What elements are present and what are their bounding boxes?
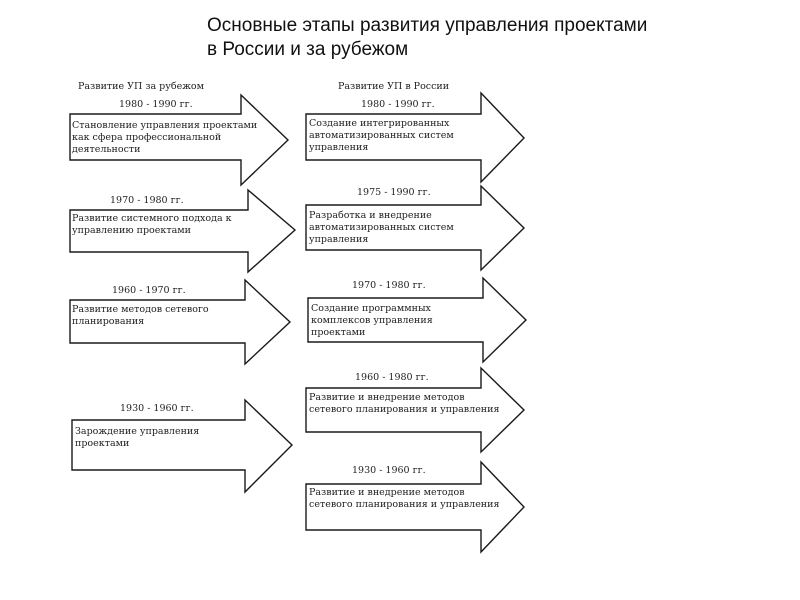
russia-stage-4-text: Развитие и внедрение методов сетевого пл… xyxy=(309,392,500,415)
russia-stage-4-years: 1960 - 1980 гг. xyxy=(355,372,429,383)
russia-stage-5-text: Развитие и внедрение методов сетевого пл… xyxy=(309,487,500,510)
russia-stage-1-years: 1980 - 1990 гг. xyxy=(361,99,435,110)
arrow-russia-1975 xyxy=(305,184,526,272)
russia-column-heading: Развитие УП в России xyxy=(338,81,450,92)
russia-stage-5-years: 1930 - 1960 гг. xyxy=(352,465,426,476)
abroad-column-heading: Развитие УП за рубежом xyxy=(78,81,205,92)
russia-stage-3-text: Создание программных комплексов управлен… xyxy=(311,303,433,338)
russia-stage-1-text: Создание интегрированных автоматизирован… xyxy=(309,118,454,153)
abroad-stage-1-years: 1980 - 1990 гг. xyxy=(119,99,193,110)
abroad-stage-3-years: 1960 - 1970 гг. xyxy=(112,285,186,296)
title-line-1: Основные этапы развития управления проек… xyxy=(207,15,648,36)
abroad-stage-4-text: Зарождение управления проектами xyxy=(75,426,200,449)
arrow-abroad-1970 xyxy=(69,188,297,274)
abroad-stage-2-text: Развитие системного подхода к управлению… xyxy=(72,213,232,236)
abroad-stage-4-years: 1930 - 1960 гг. xyxy=(120,403,194,414)
title-line-2: в России и за рубежом xyxy=(207,39,409,60)
russia-stage-2-text: Разработка и внедрение автоматизированны… xyxy=(309,210,454,245)
russia-stage-3-years: 1970 - 1980 гг. xyxy=(352,280,426,291)
russia-stage-2-years: 1975 - 1990 гг. xyxy=(357,187,431,198)
abroad-stage-1-text: Становление управления проектами как сфе… xyxy=(72,120,258,155)
abroad-stage-2-years: 1970 - 1980 гг. xyxy=(110,195,184,206)
arrow-abroad-1960 xyxy=(69,278,292,366)
arrow-russia-1930 xyxy=(305,460,525,554)
arrow-abroad-1930 xyxy=(71,398,294,494)
diagram-title: Основные этапы развития управления проек… xyxy=(207,14,727,62)
arrow-russia-1970 xyxy=(307,276,528,364)
arrow-russia-1960 xyxy=(305,366,526,454)
arrow-russia-1980 xyxy=(305,91,525,184)
abroad-stage-3-text: Развитие методов сетевого планирования xyxy=(72,304,209,327)
arrow-abroad-1980 xyxy=(69,93,290,187)
